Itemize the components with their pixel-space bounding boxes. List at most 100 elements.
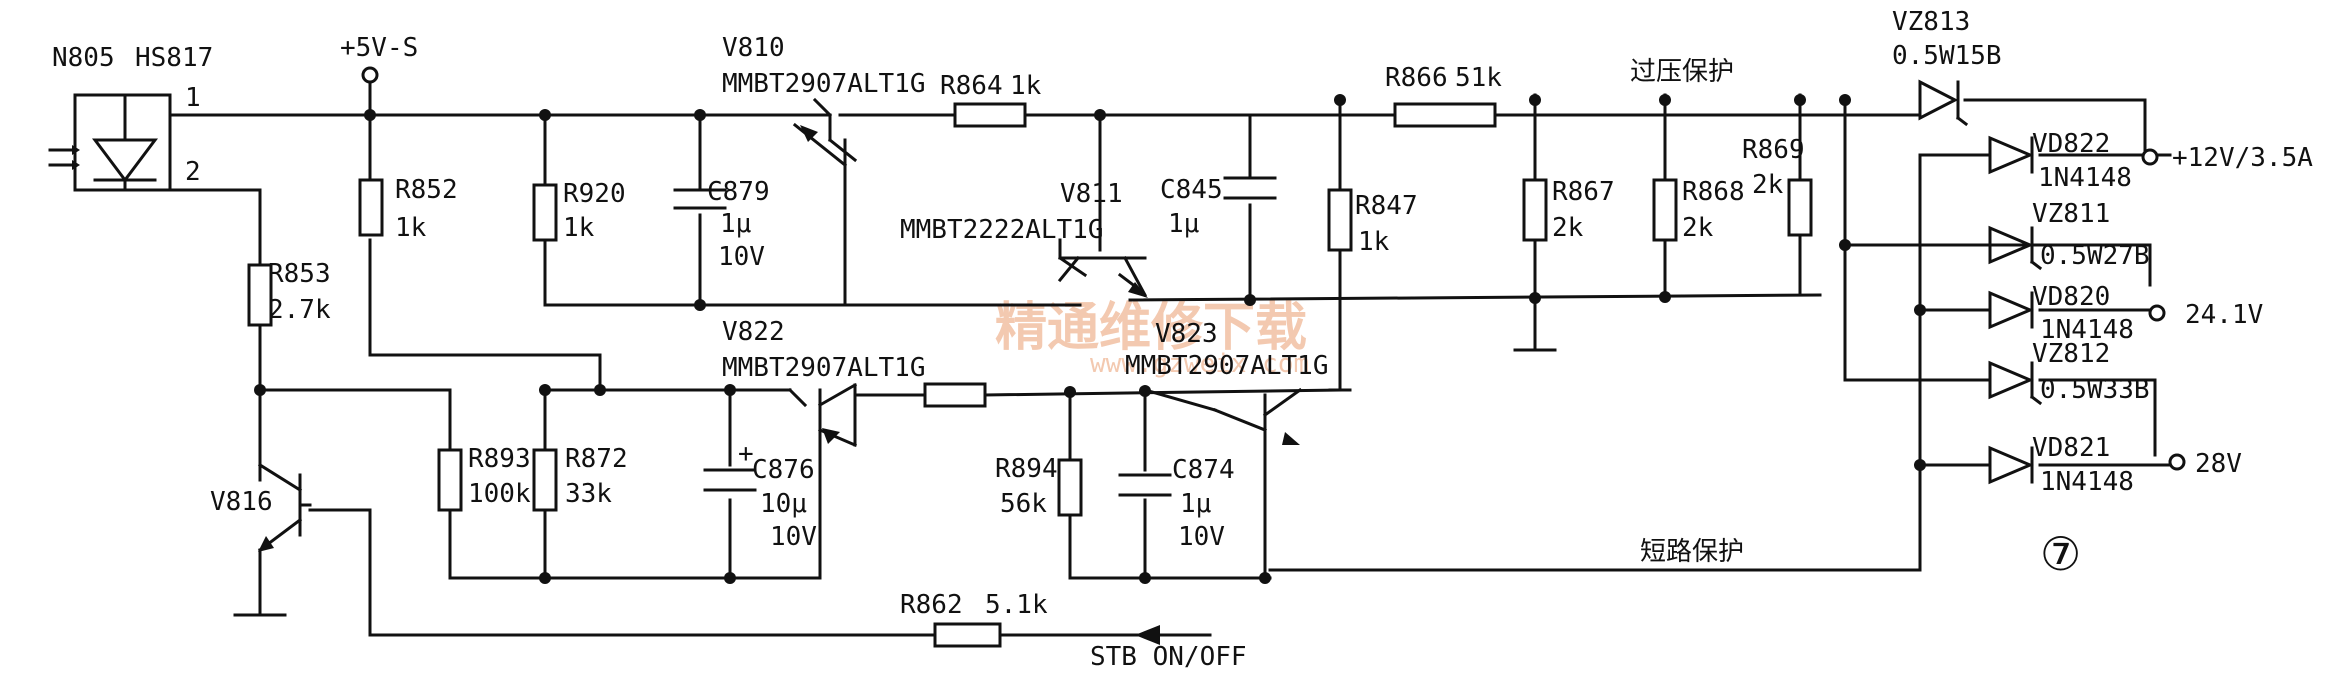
r862-value: 5.1k (985, 590, 1048, 620)
diode-vz812 (1988, 360, 2043, 406)
diode-vz811 (1988, 225, 2043, 271)
vd821-type: 1N4148 (2040, 467, 2134, 497)
vz812-ref: VZ812 (2032, 339, 2110, 369)
resistor-r866 (1393, 102, 1497, 128)
resistor-r894 (1057, 458, 1083, 517)
v811-ref: V811 (1060, 179, 1123, 209)
supply-label: +5V-S (340, 33, 418, 63)
vz813-ref: VZ813 (1892, 7, 1970, 37)
vz813-type: 0.5W15B (1892, 41, 2002, 71)
resistor-r869 (1787, 178, 1813, 237)
v816-ref: V816 (210, 487, 273, 517)
c874-voltage: 10V (1178, 522, 1225, 552)
resistor-r868 (1652, 178, 1678, 242)
r866-ref: R866 (1385, 63, 1448, 93)
vz811-ref: VZ811 (2032, 199, 2110, 229)
r868-ref: R868 (1682, 177, 1745, 207)
resistor-r920 (532, 183, 558, 242)
v810-type: MMBT2907ALT1G (722, 69, 926, 99)
transistor-v816 (257, 462, 312, 553)
vz812-type: 0.5W33B (2040, 375, 2150, 405)
r847-ref: R847 (1355, 191, 1418, 221)
transistor-v811 (1057, 255, 1148, 298)
resistor-r862 (933, 622, 1002, 648)
resistor-r864 (953, 102, 1027, 128)
vd821-ref: VD821 (2032, 433, 2110, 463)
optocoupler-ref: N805 (52, 43, 115, 73)
c874-ref: C874 (1172, 455, 1235, 485)
c879-voltage: 10V (718, 242, 765, 272)
output-12v-label: +12V/3.5A (2172, 143, 2313, 173)
optocoupler-n805 (48, 93, 172, 192)
output-terminal-28v (2168, 453, 2186, 471)
r853-value: 2.7k (268, 295, 331, 325)
wires (168, 80, 2172, 637)
r847-value: 1k (1358, 227, 1390, 257)
resistor-r867 (1522, 178, 1548, 242)
output-terminal-12v (2141, 148, 2159, 166)
r864-value: 1k (1010, 71, 1042, 101)
v822-type: MMBT2907ALT1G (722, 353, 926, 383)
v823-type: MMBT2907ALT1G (1125, 351, 1329, 381)
c879-ref: C879 (707, 177, 770, 207)
vz811-type: 0.5W27B (2040, 241, 2150, 271)
r866-value: 51k (1455, 63, 1502, 93)
stb-label: STB ON/OFF (1090, 642, 1247, 672)
r867-ref: R867 (1552, 177, 1615, 207)
r864-ref: R864 (940, 71, 1003, 101)
watermark-text: 精通维修下载 (995, 298, 1307, 358)
r872-value: 33k (565, 479, 612, 509)
r852-value: 1k (395, 213, 427, 243)
transistor-v810 (792, 122, 848, 307)
diode-vz813 (1918, 79, 1969, 127)
c876-polarity: + (738, 439, 754, 469)
short-circuit-label: 短路保护 (1640, 537, 1744, 567)
figure-number: ⑦ (2040, 527, 2081, 581)
resistor-r852 (358, 178, 384, 237)
r893-ref: R893 (468, 444, 531, 474)
supply-terminal (361, 66, 379, 84)
stb-input-arrow (1135, 625, 1212, 645)
c879-value: 1μ (720, 209, 751, 239)
transistor-v822 (822, 383, 857, 447)
c876-ref: C876 (752, 455, 815, 485)
vd822-ref: VD822 (2032, 129, 2110, 159)
r894-value: 56k (1000, 489, 1047, 519)
r869-ref: R869 (1742, 135, 1805, 165)
junction-dots (254, 94, 1926, 584)
r862-ref: R862 (900, 590, 963, 620)
output-24v-label: 24.1V (2185, 300, 2263, 330)
vd822-type: 1N4148 (2038, 163, 2132, 193)
r867-value: 2k (1552, 213, 1584, 243)
resistor-r872 (532, 448, 558, 512)
r920-ref: R920 (563, 179, 626, 209)
resistor-r853 (247, 263, 273, 327)
resistor-r893 (437, 448, 463, 512)
r853-ref: R853 (268, 259, 331, 289)
transistor-v823 (1213, 387, 1303, 452)
output-terminal-24v (2148, 304, 2166, 322)
watermark-url: www.gzweix.com (1090, 349, 1309, 379)
vd820-type: 1N4148 (2040, 315, 2134, 345)
resistor-r847 (1327, 188, 1353, 252)
c845-ref: C845 (1160, 175, 1223, 205)
output-28v-label: 28V (2195, 449, 2242, 479)
optocoupler-type: HS817 (135, 43, 213, 73)
diode-vd822 (1988, 135, 2034, 175)
capacitor-c845 (1223, 176, 1277, 200)
optocoupler-pin2: 2 (185, 157, 201, 187)
v810-ref: V810 (722, 33, 785, 63)
vd820-ref: VD820 (2032, 282, 2110, 312)
optocoupler-pin1: 1 (185, 83, 201, 113)
c876-value: 10μ (760, 489, 807, 519)
r920-value: 1k (563, 213, 595, 243)
r872-ref: R872 (565, 444, 628, 474)
r852-ref: R852 (395, 175, 458, 205)
resistor-v822-base (923, 382, 987, 408)
v823-ref: V823 (1155, 319, 1218, 349)
diode-vd821 (1988, 445, 2034, 485)
r869-value: 2k (1752, 170, 1784, 200)
overvoltage-label: 过压保护 (1630, 57, 1734, 87)
r868-value: 2k (1682, 213, 1714, 243)
